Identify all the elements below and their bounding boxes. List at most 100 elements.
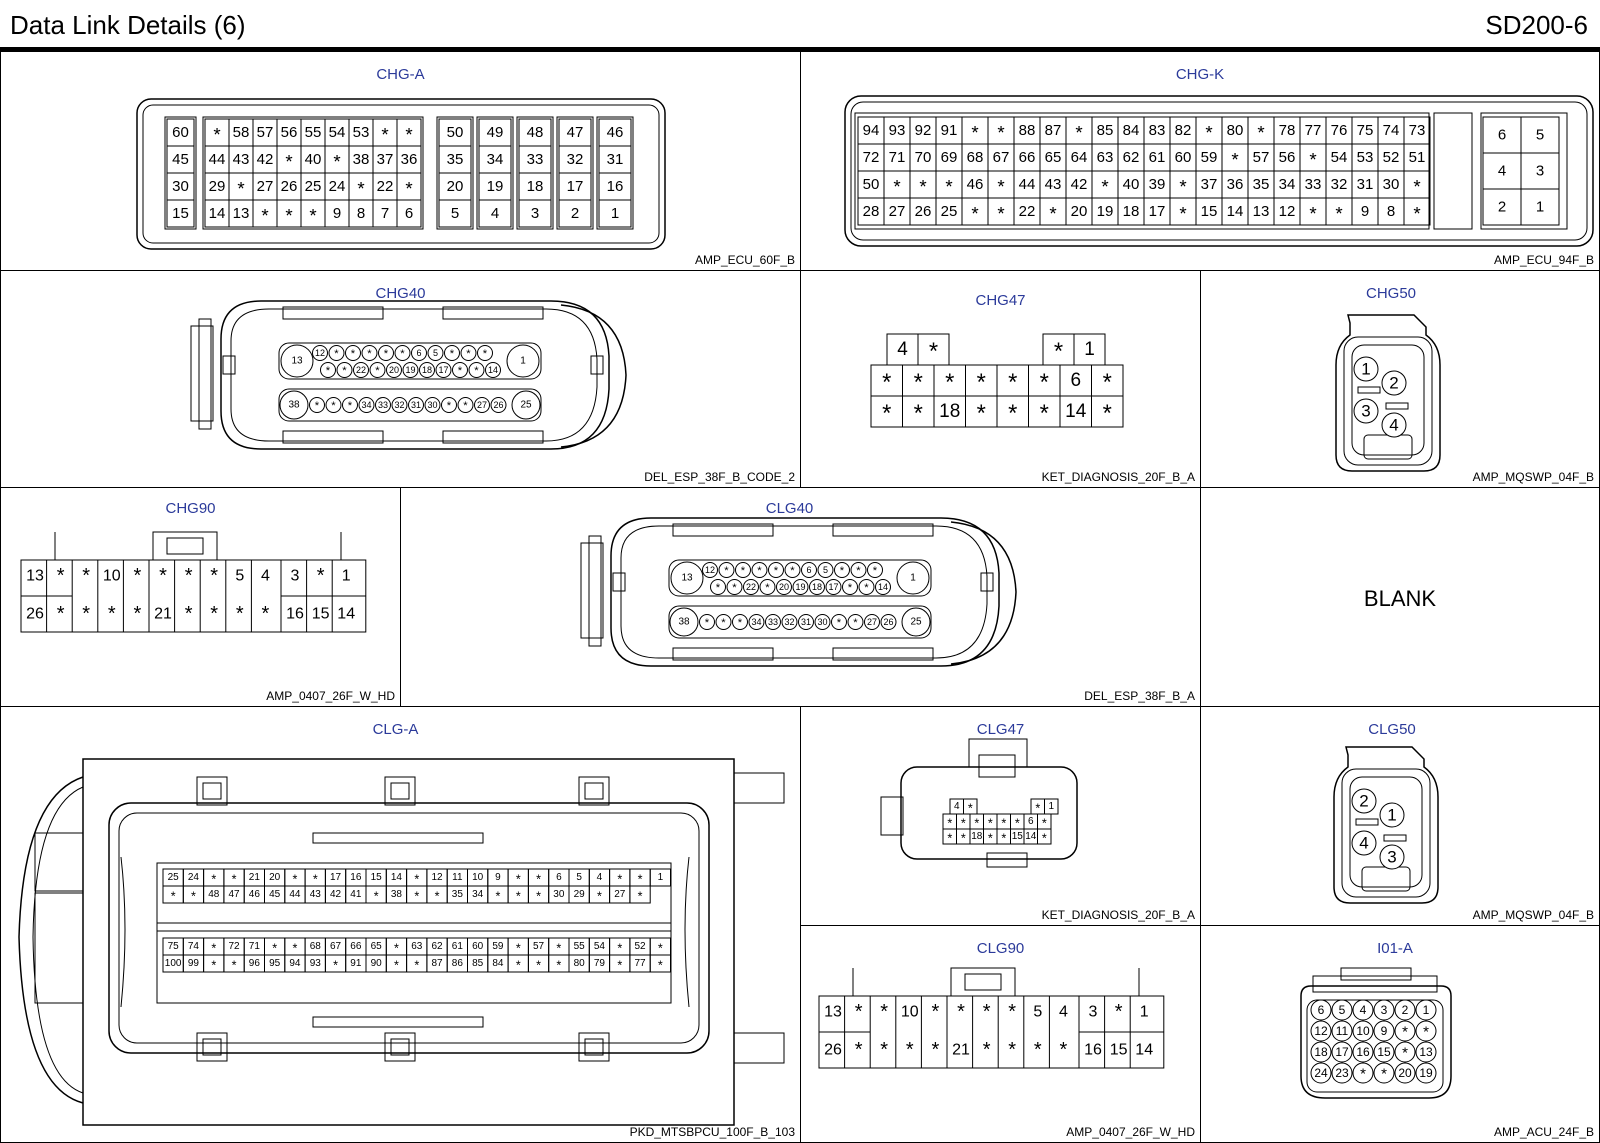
pin-label: 4 (954, 801, 960, 812)
pin-label: * (716, 582, 721, 594)
connector-name: CHG40 (375, 285, 426, 302)
pin-label: 94 (289, 958, 301, 969)
pin-label: * (326, 365, 331, 377)
pin-label: 3 (1381, 1003, 1388, 1017)
pin-cell (518, 199, 552, 228)
pin-label: 13 (291, 356, 303, 367)
pin-label: 80 (574, 958, 586, 969)
pin-label: * (880, 1039, 888, 1061)
pin-label: 3 (291, 568, 300, 585)
outline (596, 116, 634, 230)
pin-label: * (932, 1039, 940, 1061)
outline (476, 116, 514, 230)
pin-label: * (1360, 1066, 1366, 1083)
connector-type: AMP_MQSWP_04F_B (1472, 908, 1594, 922)
outline (968, 738, 1028, 768)
pin-label: 43 (310, 889, 322, 900)
pin-circle (801, 562, 817, 578)
outline (1312, 975, 1438, 993)
pin-circle (506, 344, 540, 378)
outline (1335, 314, 1441, 472)
pin-label: * (1179, 176, 1186, 197)
pin-label: * (882, 369, 891, 396)
pin-circle (901, 607, 931, 637)
outline (980, 572, 994, 592)
pin-label: 32 (784, 617, 794, 627)
pin-label: * (394, 942, 399, 956)
connector-type: KET_DIAGNOSIS_20F_B_A (1041, 470, 1195, 484)
outline (278, 342, 542, 380)
pin-label: 22 (356, 365, 366, 375)
outline (1385, 402, 1409, 410)
pin-label: 13 (233, 205, 250, 222)
pin-circle (1352, 1041, 1374, 1063)
pin-label: 30 (1383, 176, 1400, 193)
pin-circle (809, 579, 825, 595)
pin-label: * (447, 400, 452, 412)
pin-label: 17 (330, 872, 342, 883)
pin-circle (735, 562, 751, 578)
pin-label: 40 (1123, 176, 1140, 193)
pin-label: * (272, 942, 277, 956)
pin-label: * (331, 400, 336, 412)
outline (442, 306, 544, 320)
pin-label: 83 (1149, 122, 1166, 139)
pin-label: 33 (1305, 176, 1322, 193)
outline (202, 116, 424, 230)
pin-label: * (333, 959, 338, 973)
pin-label: 5 (823, 565, 828, 575)
pin-label: 63 (1097, 149, 1114, 166)
pin-circle (485, 362, 501, 378)
pin-label: 65 (1045, 149, 1062, 166)
pin-label: 9 (1361, 203, 1369, 220)
pin-label: 33 (527, 151, 544, 168)
pin-label: * (57, 565, 65, 587)
pin-label: 11 (1336, 1024, 1349, 1038)
pin-label: 35 (447, 151, 464, 168)
pin-label: 9 (1381, 1024, 1388, 1038)
outline (516, 116, 554, 230)
pin-label: 3 (1536, 163, 1544, 180)
pin-label: 13 (681, 573, 693, 584)
outline (610, 517, 1000, 667)
pin-label: * (435, 890, 440, 904)
pin-label: 3 (531, 205, 539, 222)
pin-label: * (1413, 176, 1420, 197)
pin-label: 93 (310, 958, 322, 969)
pin-circle (1394, 1062, 1416, 1084)
pin-label: * (724, 565, 729, 577)
outline (1383, 834, 1407, 842)
pin-label: * (617, 873, 622, 887)
pin-label: * (1001, 832, 1006, 846)
pin-cell (1091, 395, 1124, 428)
pin-label: * (262, 603, 270, 625)
pin-label: * (1001, 817, 1006, 831)
pin-label: 32 (394, 400, 404, 410)
pin-label: 4 (897, 339, 908, 360)
pin-label: * (210, 565, 218, 587)
pin-label: 66 (350, 941, 362, 952)
pin-label: 2 (1498, 199, 1506, 216)
pin-circle (1373, 1062, 1395, 1084)
pin-label: * (82, 565, 90, 587)
pin-circle (457, 397, 474, 413)
pin-circle (394, 345, 411, 361)
outline (436, 116, 474, 230)
connector-type: AMP_ECU_94F_B (1493, 253, 1594, 267)
pin-label: * (1042, 817, 1047, 831)
pin-label: 24 (329, 178, 346, 195)
pin-label: * (333, 151, 340, 172)
pin-label: 22 (1019, 203, 1036, 220)
pin-circle (834, 562, 850, 578)
pin-label: 68 (310, 941, 322, 952)
pin-label: 25 (941, 203, 958, 220)
pin-label: * (658, 959, 663, 973)
connector-type: AMP_MQSWP_04F_B (1472, 470, 1594, 484)
pin-label: * (971, 203, 978, 224)
pin-label: * (988, 832, 993, 846)
outline (142, 104, 660, 244)
outline (1355, 818, 1379, 826)
